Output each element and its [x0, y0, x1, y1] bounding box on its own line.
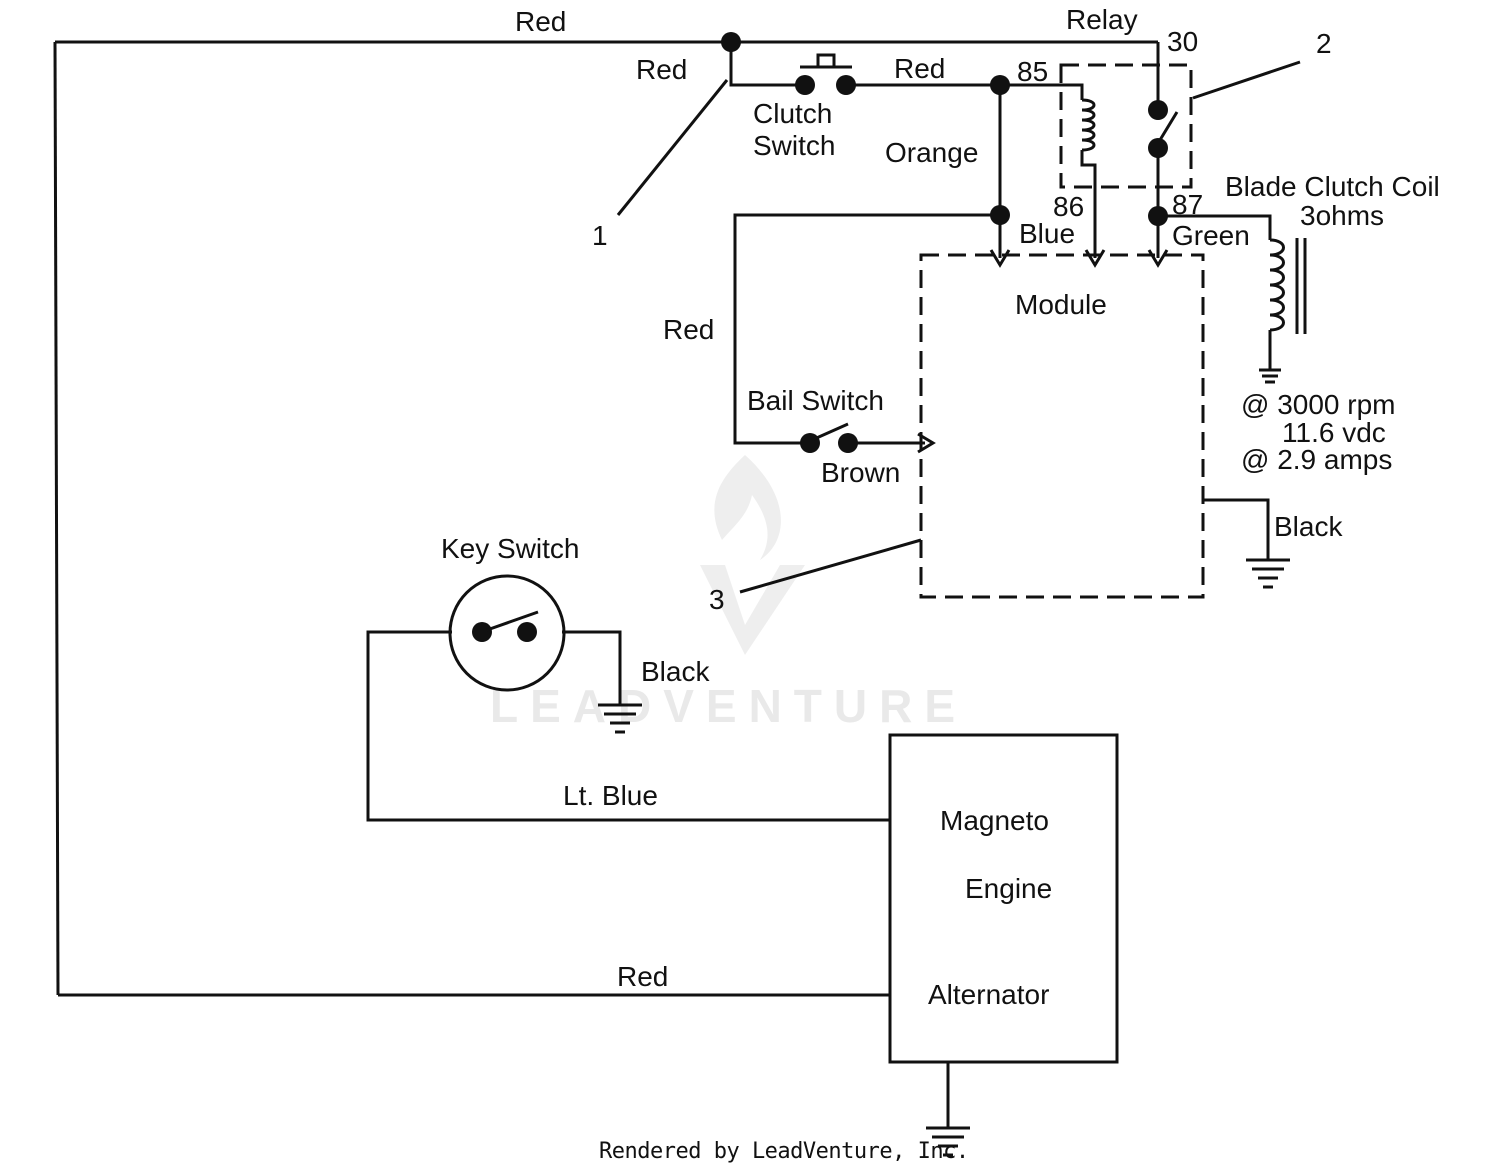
key-switch-icon [448, 574, 566, 692]
bail-switch-icon [800, 422, 858, 453]
label-red-bail: Red [663, 314, 714, 345]
ground-icon-module [1246, 558, 1290, 589]
wire-85-coil [1000, 83, 1084, 100]
label-callout-1: 1 [592, 220, 608, 251]
arrow-brown [917, 432, 936, 454]
wire-black-key [562, 630, 622, 705]
label-green: Green [1172, 220, 1250, 251]
relay-contact-icon [1148, 100, 1179, 158]
label-key-switch: Key Switch [441, 533, 580, 564]
relay-coil-icon [1081, 98, 1096, 152]
label-bail-switch: Bail Switch [747, 385, 884, 416]
label-lt-blue: Lt. Blue [563, 780, 658, 811]
label-blade-clutch-coil: Blade Clutch Coil [1225, 171, 1440, 202]
label-alternator: Alternator [928, 979, 1049, 1010]
callout-1-leader [616, 79, 729, 216]
watermark-flame-icon [714, 455, 781, 560]
ground-icon-engine [926, 1126, 970, 1157]
wire-green-coil [1158, 214, 1272, 240]
label-terminal-85: 85 [1017, 56, 1048, 87]
label-blue: Blue [1019, 218, 1075, 249]
label-coil-ohms: 3ohms [1300, 200, 1384, 231]
label-brown: Brown [821, 457, 900, 488]
label-red-alternator: Red [617, 961, 668, 992]
ground-icon-coil [1259, 368, 1281, 384]
ground-icon-key [598, 703, 642, 734]
wire-black-module [1203, 498, 1270, 560]
label-module: Module [1015, 289, 1107, 320]
leadventure-watermark: LEADVENTURE [490, 455, 967, 732]
label-red-clutch: Red [636, 54, 687, 85]
label-terminal-86: 86 [1053, 191, 1084, 222]
label-clutch-switch-2: Switch [753, 130, 835, 161]
watermark-text: LEADVENTURE [490, 680, 967, 732]
wire-red-bail [733, 213, 1000, 445]
relay-box [1059, 63, 1193, 189]
label-relay: Relay [1066, 4, 1138, 35]
junction-85 [990, 75, 1010, 95]
callout-2-leader [1192, 60, 1301, 100]
junction-orange-red [990, 205, 1010, 225]
blade-clutch-coil-icon [1269, 238, 1285, 332]
junction-top [721, 32, 741, 52]
wire-red-left [53, 41, 60, 996]
label-black-key: Black [641, 656, 710, 687]
watermark-chevron-icon [700, 565, 805, 655]
wire-86-blue [1080, 150, 1097, 258]
label-clutch-switch-1: Clutch [753, 98, 832, 129]
label-red-top: Red [515, 6, 566, 37]
credit-text: Rendered by LeadVenture, Inc. [599, 1139, 969, 1164]
callout-3-leader [739, 538, 922, 594]
wire-red-clutch [729, 42, 805, 87]
module-box [919, 253, 1205, 599]
label-engine: Engine [965, 873, 1052, 904]
label-magneto: Magneto [940, 805, 1049, 836]
label-orange: Orange [885, 137, 978, 168]
label-black-module: Black [1274, 511, 1343, 542]
junction-87 [1148, 206, 1168, 226]
label-callout-2: 2 [1316, 28, 1332, 59]
label-spec-amps: @ 2.9 amps [1241, 444, 1392, 475]
label-spec-vdc: 11.6 vdc [1282, 417, 1386, 448]
label-terminal-30: 30 [1167, 26, 1198, 57]
label-red-relay: Red [894, 53, 945, 84]
label-spec-rpm: @ 3000 rpm [1241, 389, 1396, 420]
wire-lt-blue [366, 630, 890, 822]
clutch-switch-icon [795, 53, 856, 95]
label-callout-3: 3 [709, 584, 725, 615]
label-terminal-87: 87 [1172, 189, 1203, 220]
engine-box [888, 733, 1119, 1064]
